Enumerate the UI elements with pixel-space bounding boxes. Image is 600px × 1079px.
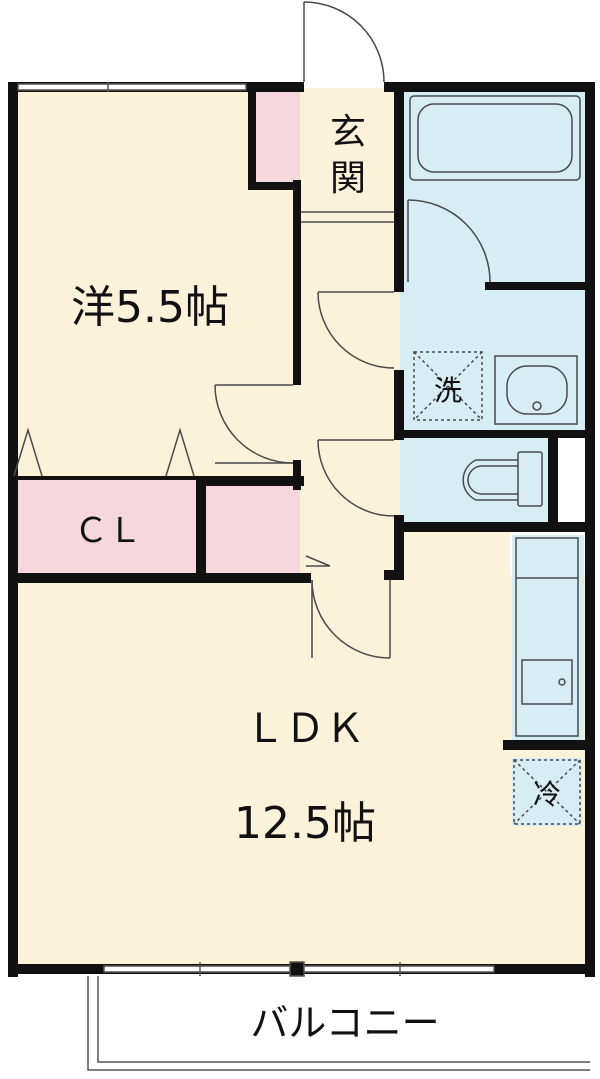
wall-closet-top xyxy=(18,476,196,480)
balcony-rail-outer xyxy=(87,976,590,1071)
wall-western-hall xyxy=(293,180,301,385)
toilet-icon xyxy=(462,451,543,507)
washer-cross-icon xyxy=(413,351,483,421)
floor-fills xyxy=(10,88,590,1070)
wall-hall-bottom-stub xyxy=(384,570,404,580)
wall-toilet-bottom xyxy=(394,522,594,532)
hallway-floor xyxy=(300,88,400,580)
balcony-floor xyxy=(100,970,590,1070)
fixtures xyxy=(409,95,581,825)
fridge-label: 冷 xyxy=(533,778,561,811)
wall-toilet-right xyxy=(548,436,558,526)
balcony-label: バルコニー xyxy=(250,1001,439,1045)
closet-label: ＣＬ xyxy=(74,511,142,551)
wall-shoe-closet-left xyxy=(248,92,256,190)
doors xyxy=(13,1,491,659)
windows xyxy=(17,82,495,977)
wall-wash-toilet xyxy=(394,430,594,438)
wall-hall-right-mid xyxy=(394,370,404,440)
entrance-label-top: 玄 xyxy=(330,112,366,153)
door-swing-icon xyxy=(317,291,395,369)
labels: 洋5.5帖 ＣＬ ＬＤＫ 12.5帖 玄 関 バルコニー 洗 冷 xyxy=(71,112,561,1045)
toilet-floor xyxy=(400,436,550,530)
wall-hall-right-low xyxy=(394,515,404,580)
kitchen-counter xyxy=(512,535,584,740)
ldk-size-label: 12.5帖 xyxy=(234,798,376,849)
wall-bath-wash xyxy=(485,282,595,290)
wall-closet-small-top xyxy=(196,476,304,486)
door-swing-icon xyxy=(13,427,195,477)
wall-top-right xyxy=(384,82,594,92)
balcony-rail-inner xyxy=(97,976,590,1063)
door-swing-icon xyxy=(407,199,491,283)
shoe-closet-floor xyxy=(255,92,300,182)
ldk-upper-floor xyxy=(400,530,510,580)
wall-hall-right-top xyxy=(394,82,404,292)
door-swing-icon xyxy=(303,1,385,83)
bathroom-floor xyxy=(400,88,590,286)
wall-shoe-closet-bottom xyxy=(248,182,301,190)
bathtub-icon xyxy=(409,95,581,181)
wall-fridge-top xyxy=(503,740,593,750)
western-room-label: 洋5.5帖 xyxy=(71,282,229,333)
sink-icon xyxy=(494,355,578,425)
door-swing-icon xyxy=(305,555,331,567)
ldk-name-label: ＬＤＫ xyxy=(245,706,365,752)
balcony-outline xyxy=(87,976,590,1071)
fridge-cross-icon xyxy=(513,759,581,825)
ldk-floor xyxy=(10,575,590,970)
wall-closet-bottom xyxy=(8,573,311,583)
door-swing-icon xyxy=(214,384,294,464)
closet-small-floor xyxy=(205,485,300,575)
window-western-top xyxy=(17,83,247,91)
wall-left xyxy=(8,82,18,977)
window-ldk-post xyxy=(289,961,305,977)
door-swing-icon xyxy=(317,439,395,517)
entrance-label-bottom: 関 xyxy=(330,158,366,199)
washer-label: 洗 xyxy=(434,374,462,407)
wall-western-hall-lower xyxy=(293,460,301,490)
door-swing-icon xyxy=(311,579,391,659)
kitchen-sink-icon xyxy=(515,537,579,737)
wall-closet-divider xyxy=(196,476,206,580)
closet-floor xyxy=(10,480,200,575)
